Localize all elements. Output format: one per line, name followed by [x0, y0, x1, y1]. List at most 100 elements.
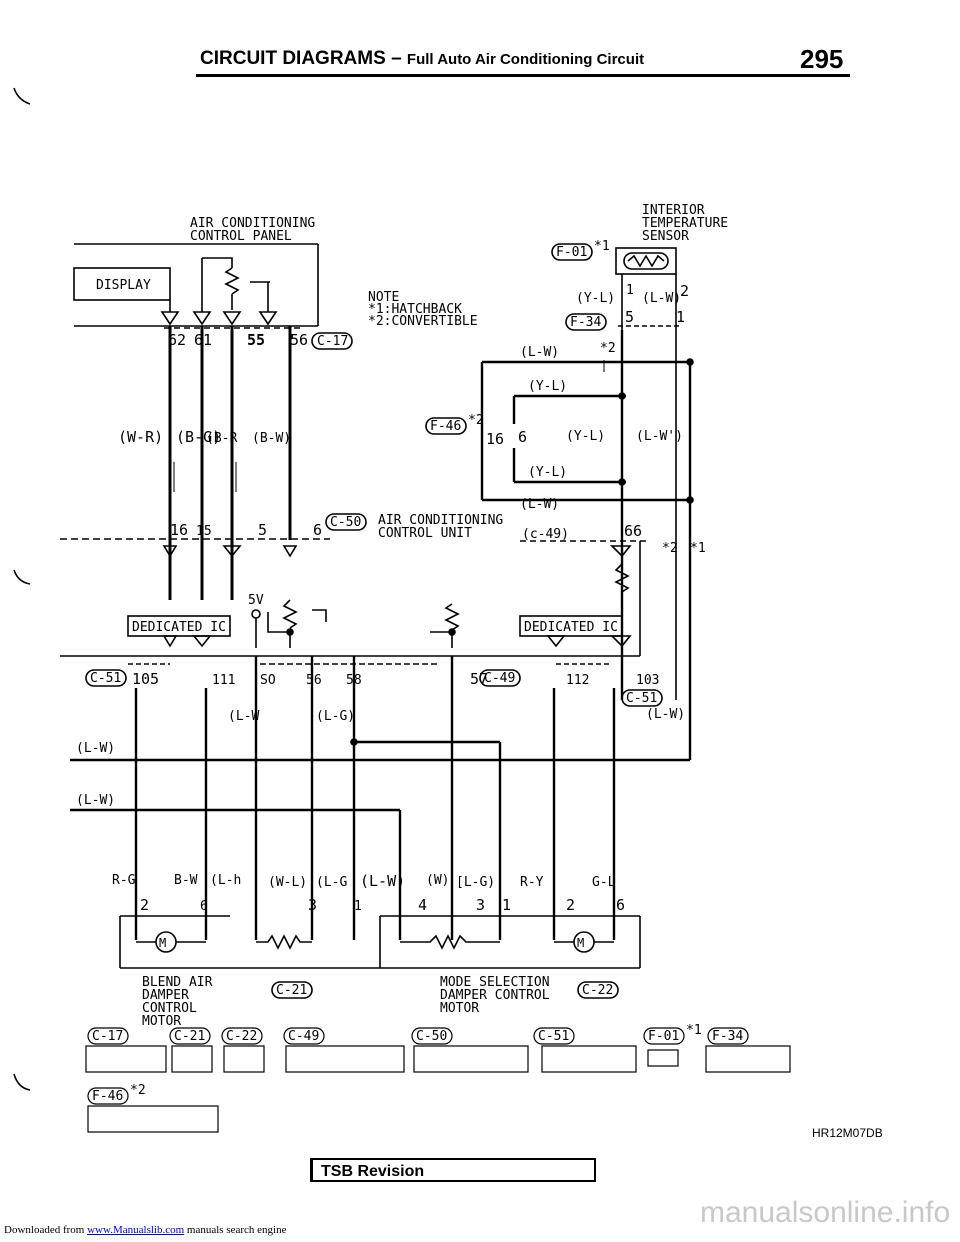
wire-label-lh: (L-h	[210, 873, 241, 888]
wire-label-lw-6: (L-W)	[76, 741, 115, 756]
mode-motor-label-2: DAMPER CONTROL	[440, 988, 550, 1003]
wire-label-bg: (B-G)	[176, 428, 221, 446]
pin-56: 56	[290, 331, 308, 349]
pin-112: 112	[566, 673, 589, 688]
wire-label-wl: (W-L)	[268, 875, 307, 890]
motor-pin-6: 6	[200, 899, 208, 914]
marker-s1-b: *1	[690, 541, 706, 556]
mode-motor-label-1: MODE SELECTION	[440, 975, 550, 990]
connector-c21: C-21	[276, 983, 307, 998]
wire-label-lg-1: (L-G)	[316, 709, 355, 724]
title-dash: –	[391, 48, 402, 69]
wire-label-yl-3: (Y-L)	[566, 429, 605, 444]
connector-legend: C-17 C-21 C-22 C-49 C-50 C-51 F-01 *1 F-…	[85, 1023, 791, 1133]
legend-c50: C-50	[416, 1029, 447, 1044]
interior-temperature-sensor: INTERIOR TEMPERATURE SENSOR F-01 *1	[551, 203, 728, 700]
marker-s2-b: *2	[662, 541, 678, 556]
ac-unit-label-1: AIR CONDITIONING	[378, 513, 503, 528]
pin-56b: 56	[306, 673, 322, 688]
wire-label-yl-1: (Y-L)	[528, 379, 567, 394]
wire-label-w: (W)	[426, 873, 449, 888]
connector-c49-paren: (c-49)	[522, 527, 569, 542]
margin-mark	[13, 87, 31, 105]
pin-66: 66	[624, 522, 642, 540]
motor-pin-2: 2	[140, 896, 149, 914]
manualslib-link[interactable]: www.Manualslib.com	[87, 1224, 185, 1236]
wire-label-lw-sensor: (L-W)	[642, 291, 681, 306]
sensor-label-1: INTERIOR	[642, 203, 705, 218]
note-convertible: *2:CONVERTIBLE	[368, 314, 478, 329]
f46-pin-16: 16	[486, 430, 504, 448]
connector-c50: C-50	[330, 515, 361, 530]
sensor-label-2: TEMPERATURE	[642, 216, 728, 231]
connector-c17-tag	[311, 332, 353, 350]
wires-panel-to-unit	[168, 326, 292, 600]
wire-label-lg-2: (L-G	[316, 875, 347, 890]
ac-panel-label-2: CONTROL PANEL	[190, 229, 292, 244]
mode-motor-label-3: MOTOR	[440, 1001, 479, 1016]
blend-motor-label-2: DAMPER	[142, 988, 189, 1003]
wire-label-lw-7: (L-W)	[76, 793, 115, 808]
ac-unit-label-2: CONTROL UNIT	[378, 526, 472, 541]
motor-symbol: M	[159, 936, 166, 950]
sensor-label-3: SENSOR	[642, 229, 689, 244]
header-rule	[196, 74, 850, 77]
pin-6: 6	[313, 521, 322, 539]
tsb-revision-box: TSB Revision	[310, 1158, 596, 1182]
legend-c21: C-21	[174, 1029, 205, 1044]
wires-unit-to-motors	[134, 500, 692, 940]
note-title: NOTE	[368, 290, 399, 305]
wire-label-ry: R-Y	[520, 875, 544, 890]
title-main: CIRCUIT DIAGRAMS	[200, 48, 386, 69]
wire-label-gl: G-L	[592, 875, 616, 890]
motor-pin-3: 3	[308, 896, 317, 914]
connector-c22: C-22	[582, 983, 613, 998]
legend-marker-s2: *2	[130, 1083, 146, 1098]
ac-panel-label-1: AIR CONDITIONING	[190, 216, 315, 231]
wire-label-lg-3: [L-G)	[456, 875, 495, 890]
legend-f34: F-34	[712, 1029, 743, 1044]
wire-label-br: (B-R	[206, 431, 237, 446]
footer-suffix: manuals search engine	[184, 1224, 287, 1236]
f46-pin-6: 6	[518, 428, 527, 446]
pin-5: 5	[258, 521, 267, 539]
connector-f46: F-46	[430, 419, 461, 434]
legend-c17: C-17	[92, 1029, 123, 1044]
wire-label-wr: (W-R)	[118, 428, 163, 446]
wire-label-lw-5: (L-W	[228, 709, 259, 724]
display-label: DISPLAY	[96, 278, 151, 293]
page-number: 295	[800, 44, 844, 74]
sensor-pin-2: 2	[680, 282, 689, 300]
blend-motor-label-1: BLEND AIR	[142, 975, 213, 990]
pin-103: 103	[636, 673, 659, 688]
connector-c51-right: C-51	[626, 691, 657, 706]
connector-c50-tag	[325, 513, 367, 531]
wire-label-lw-2: (L-W)	[520, 497, 559, 512]
sensor-pin-1: 1	[626, 283, 634, 298]
sensor-pin-1b: 1	[676, 308, 685, 326]
connector-c17: C-17	[317, 334, 348, 349]
wire-label-yl-sensor: (Y-L)	[576, 291, 615, 306]
wire-label-rg: R-G	[112, 873, 136, 888]
pin-105: 105	[132, 670, 159, 688]
wire-label-yl-2: (Y-L)	[528, 465, 567, 480]
five-volt-label: 5V	[248, 593, 264, 608]
diagram-code: HR12M07DB	[812, 1126, 883, 1140]
ac-control-unit-body: 5V DEDICATED IC DEDICATED IC	[60, 541, 641, 657]
wire-label-bw2: B-W	[174, 873, 198, 888]
page-title: CIRCUIT DIAGRAMS – Full Auto Air Conditi…	[200, 48, 644, 70]
legend-c51: C-51	[538, 1029, 569, 1044]
dedicated-ic-left: DEDICATED IC	[132, 620, 226, 635]
motor-pin-3b: 3	[476, 896, 485, 914]
dedicated-ic-right: DEDICATED IC	[524, 620, 618, 635]
blend-motor-label-3: CONTROL	[142, 1001, 197, 1016]
wire-label-lw-1: (L-W)	[520, 345, 559, 360]
wire-label-lw-4: (L-W)	[646, 707, 685, 722]
pin-111: 111	[212, 673, 235, 688]
footer-prefix: Downloaded from	[4, 1224, 88, 1236]
margin-mark	[13, 569, 31, 585]
pin-50: SO	[260, 673, 276, 688]
margin-mark	[13, 1073, 31, 1091]
motor-pin-4: 4	[418, 896, 427, 914]
